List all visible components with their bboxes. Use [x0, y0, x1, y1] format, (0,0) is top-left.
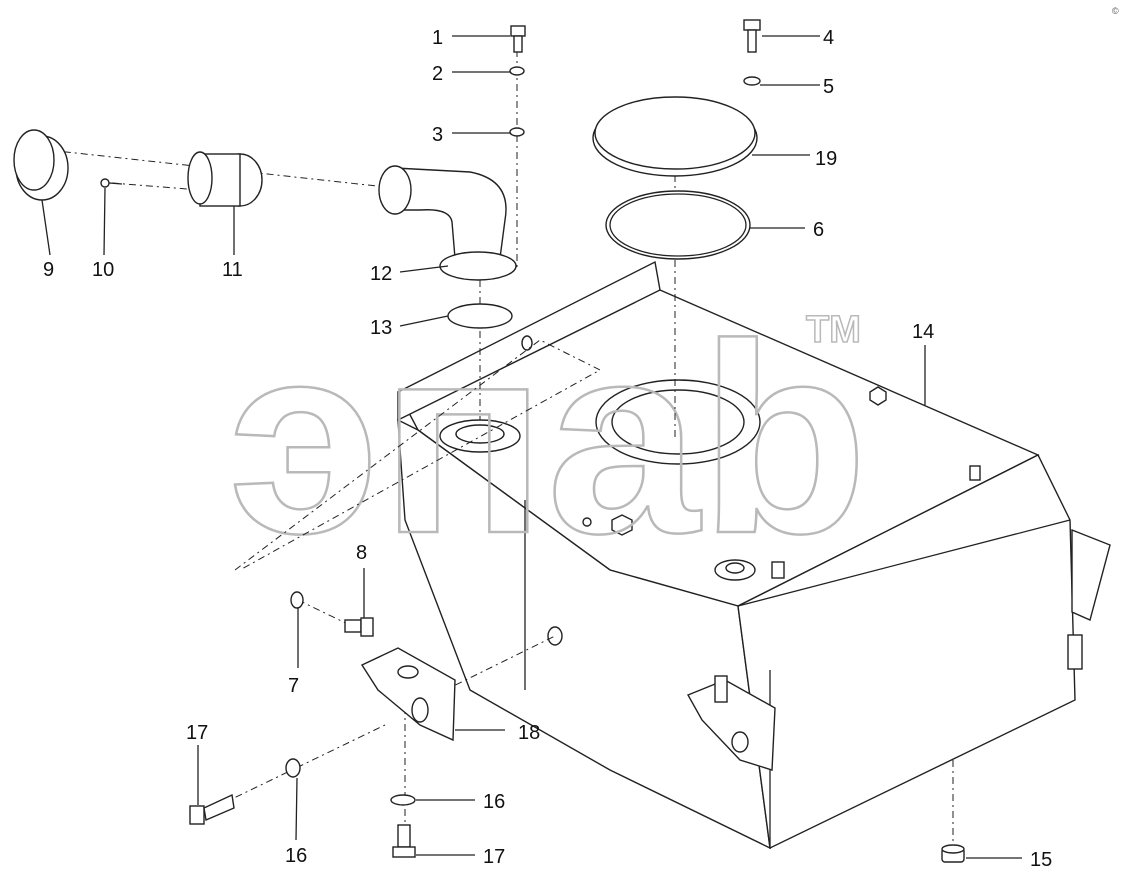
tank-port	[725, 562, 745, 574]
callout-1: 1	[432, 27, 443, 49]
tank-mounted-washer	[731, 731, 749, 753]
tank-lip-hole	[521, 335, 533, 351]
screw-shank	[108, 182, 123, 185]
centerline-screw	[111, 182, 201, 191]
callout-3: 3	[432, 124, 443, 146]
part-5-washer	[743, 76, 761, 86]
watermark: эпаb TM	[227, 288, 870, 592]
leader-lines	[41, 35, 1022, 859]
neck-flange	[439, 251, 517, 281]
part-3-washer	[509, 127, 525, 137]
part-8-bolt	[344, 617, 374, 637]
assembly-centerlines	[29, 50, 954, 850]
cover-top	[594, 96, 756, 170]
watermark-text: эпаb	[228, 289, 868, 590]
part-15-plug	[941, 844, 965, 863]
bolt-shank	[397, 824, 411, 848]
part-18-bracket	[360, 647, 456, 742]
bolt-shank	[203, 793, 235, 821]
tank-chamfer-edge	[737, 519, 1071, 607]
leader-10	[103, 187, 106, 256]
callout-8: 8	[356, 542, 367, 564]
strainer-rim	[187, 151, 213, 205]
tank-stud	[582, 517, 592, 527]
bolt-head	[360, 617, 374, 637]
callout-18: 18	[518, 722, 540, 744]
bolt-head	[392, 846, 416, 858]
leader-16a	[295, 777, 298, 841]
callout-9: 9	[43, 259, 54, 281]
gasket-outer	[605, 190, 751, 260]
leader-13	[399, 315, 449, 327]
callout-7: 7	[288, 675, 299, 697]
part-7-washer	[290, 591, 304, 609]
callout-17a: 17	[186, 722, 208, 744]
fuel-tank	[397, 260, 1111, 850]
callout-5: 5	[823, 76, 834, 98]
part-16-washer-a	[285, 758, 301, 778]
callout-16a: 16	[285, 845, 307, 867]
tank-mounted-bolt	[714, 675, 728, 703]
screw-head	[100, 178, 110, 188]
callout-13: 13	[370, 317, 392, 339]
bracket-slot	[411, 697, 429, 723]
callout-6: 6	[813, 219, 824, 241]
part-13-o-ring	[447, 303, 513, 329]
part-17-bolt-a	[189, 793, 235, 825]
bracket-body	[360, 647, 456, 742]
callout-labels: 1 2 3 4 5 6 7 8 9 10 11 12 13 14 15 16 1…	[43, 27, 1052, 871]
callout-19: 19	[815, 148, 837, 170]
tank-nut	[611, 514, 633, 536]
part-19-cover	[592, 96, 758, 177]
tank-breather	[771, 561, 785, 579]
tank-mount-hole	[547, 626, 563, 646]
tank-vent	[969, 465, 981, 481]
bolt-head	[743, 19, 761, 31]
plug-top	[941, 844, 965, 854]
callout-14: 14	[912, 321, 934, 343]
bracket-hole	[397, 665, 419, 679]
part-12-filler-neck	[378, 165, 517, 281]
bolt-shank	[344, 619, 362, 633]
callout-10: 10	[92, 259, 114, 281]
part-11-strainer	[187, 151, 263, 207]
corner-mark: ©	[1112, 6, 1119, 16]
part-9-cap	[13, 129, 69, 201]
callout-4: 4	[823, 27, 834, 49]
tank-side-fitting	[1067, 634, 1083, 670]
tank-side-bracket	[1071, 528, 1111, 621]
neck-elbow	[394, 167, 507, 259]
bolt-shank	[513, 35, 523, 53]
tank-plug-top	[869, 386, 887, 406]
part-6-gasket	[605, 190, 751, 260]
watermark-trademark: TM	[806, 309, 861, 351]
callout-12: 12	[370, 263, 392, 285]
part-16-washer-b	[390, 794, 416, 806]
callout-16b: 16	[483, 791, 505, 813]
callout-15: 15	[1030, 849, 1052, 871]
part-1-bolt	[510, 25, 526, 53]
inspection-opening	[611, 389, 745, 455]
leader-9	[41, 199, 51, 256]
gasket-inner	[609, 193, 747, 257]
part-17-bolt-b	[392, 824, 416, 858]
centerline-bracket	[424, 635, 556, 701]
bolt-shank	[747, 29, 757, 53]
part-2-washer	[509, 66, 525, 76]
leader-12	[399, 265, 449, 273]
bolt-head	[510, 25, 526, 37]
bolt-head	[189, 805, 205, 825]
part-4-bolt	[743, 19, 761, 53]
centerline-mount	[234, 339, 602, 571]
callout-11: 11	[222, 259, 243, 281]
part-10-screw	[100, 178, 123, 188]
neck-inlet	[378, 165, 412, 215]
callout-17b: 17	[483, 846, 505, 868]
cap-face	[13, 129, 55, 191]
callout-2: 2	[432, 63, 443, 85]
